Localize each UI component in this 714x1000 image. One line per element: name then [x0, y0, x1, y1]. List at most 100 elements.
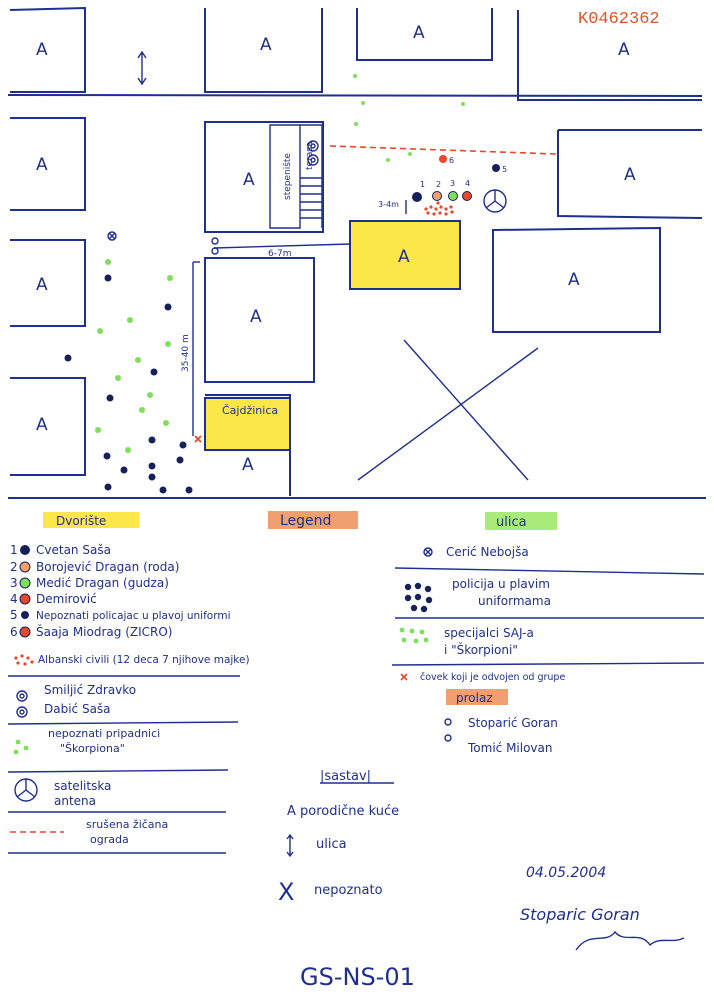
- legend-antenna: satelitska: [54, 779, 111, 793]
- unknown-area-x: [357, 339, 539, 481]
- house-3: [356, 8, 493, 61]
- street-line-top: [7, 94, 703, 97]
- legend-smiljic: Smiljić Zdravko: [44, 683, 136, 697]
- house-label: A: [624, 165, 636, 185]
- street-direction-arrow-icon: [137, 50, 147, 86]
- house-11: [10, 377, 86, 476]
- legend-person-2: Borojević Dragan (roda): [36, 560, 179, 574]
- house-7: [557, 129, 703, 219]
- dimension-long: 35-40 m: [181, 334, 191, 372]
- document-id: K0462362: [578, 10, 660, 29]
- heading-legend: Legend: [280, 513, 331, 529]
- house-10: [492, 226, 661, 333]
- legend-num: 1: [10, 543, 18, 557]
- legend-tomic: Tomić Milovan: [467, 741, 553, 755]
- legend-key: |sastav| A porodične kuće ulica X nepozn…: [278, 769, 399, 906]
- house-label: A: [568, 270, 580, 290]
- street-lines: [7, 94, 706, 499]
- key-unknown: nepoznato: [314, 883, 383, 898]
- house-label: A: [36, 275, 48, 295]
- house-labels: A A A A A A A A A A A A A: [36, 23, 636, 475]
- legend-num: 5: [10, 608, 18, 622]
- ceric-marker: [107, 231, 117, 241]
- legend-police-2: uniformama: [478, 594, 551, 608]
- house-6: [204, 121, 324, 233]
- house-9: [204, 257, 315, 383]
- legend-specials: specijalci SAJ-a: [444, 626, 534, 640]
- albanian-civilians-markers: [424, 201, 454, 216]
- house-label: A: [36, 155, 48, 175]
- legend-num: 4: [10, 592, 18, 606]
- house-label: A: [413, 23, 425, 43]
- house-label: A: [36, 40, 48, 60]
- satellite-antenna-icon: [483, 189, 507, 213]
- legend-person-4: Demirović: [36, 592, 97, 606]
- heading-yard: Dvorište: [56, 514, 106, 528]
- legend-street-list: Cerić Nebojša policija u plavim uniforma…: [391, 545, 705, 755]
- key-street: ulica: [316, 837, 347, 852]
- house-label: A: [36, 415, 48, 435]
- specials-markers: [95, 74, 465, 453]
- legend-person-5: Nepoznati policajac u plavoj uniformi: [36, 610, 231, 622]
- legend-num: 6: [10, 625, 18, 639]
- legend-headings: Dvorište Legend ulica prolaz: [43, 511, 557, 705]
- legend-unknown-members-2: "Škorpiona": [60, 742, 125, 755]
- house-label: A: [398, 247, 410, 267]
- signature-name: Stoparic Goran: [520, 905, 640, 924]
- teahouse: [204, 397, 291, 451]
- legend-unknown-members: nepoznati pripadnici: [48, 727, 160, 740]
- house-label: A: [242, 455, 254, 475]
- legend-person-1: Cvetan Saša: [36, 543, 111, 557]
- document-code: GS-NS-01: [300, 963, 415, 991]
- teahouse-label: Čajdžinica: [222, 404, 278, 417]
- house-label: A: [260, 35, 272, 55]
- footer: 04.05.2004 Stoparic Goran GS-NS-01: [300, 865, 685, 991]
- house-1: [9, 6, 86, 93]
- stairs-label: stepenište: [282, 153, 293, 200]
- legend-num: 2: [10, 560, 18, 574]
- legend-dabic: Dabić Saša: [44, 702, 111, 716]
- house-crime-scene: [349, 220, 461, 290]
- dimension-road: 6-7m: [268, 249, 291, 259]
- legend-num: 3: [10, 576, 18, 590]
- legend-separated-man: čovek koji je odvojen od grupe: [420, 672, 565, 683]
- legend-numbered-list: 1 Cvetan Saša 2 Borojević Dragan (roda) …: [7, 543, 250, 854]
- house-label: A: [250, 307, 262, 327]
- key-houses: A porodične kuće: [287, 804, 399, 819]
- legend-person-6: Šaaja Miodrag (ZICRO): [36, 624, 172, 639]
- house-8: [10, 239, 86, 327]
- legend-ceric: Cerić Nebojša: [446, 545, 529, 559]
- house-5: [10, 117, 86, 211]
- house-label: A: [243, 170, 255, 190]
- marker-number: 2: [436, 180, 441, 189]
- marker-number: 3: [450, 179, 455, 188]
- marker-number: 4: [465, 179, 470, 188]
- legend-albanians: Albanski civili (12 deca 7 njihove majke…: [38, 654, 250, 666]
- marker-number: 5: [502, 165, 507, 174]
- dimension-lines: 6-7m 3-4m 35-40 m: [181, 200, 407, 436]
- date: 04.05.2004: [526, 865, 606, 881]
- heading-passage: prolaz: [456, 691, 493, 705]
- legend-stoparic: Stoparić Goran: [468, 716, 558, 730]
- numbered-person-markers: 1 2 3 4 5 6: [412, 155, 507, 202]
- heading-street: ulica: [496, 515, 527, 530]
- legend-person-3: Medić Dragan (gudza): [36, 576, 169, 590]
- marker-number: 6: [449, 156, 454, 165]
- house-12-outline: [205, 394, 291, 496]
- key-x-symbol: X: [278, 878, 294, 906]
- smiljic-dabic-markers: [307, 140, 319, 166]
- house-label: A: [618, 40, 630, 60]
- marker-number: 1: [420, 180, 425, 189]
- house-2: [204, 8, 323, 93]
- handwritten-signature: [575, 930, 685, 951]
- legend-police: policija u plavim: [452, 577, 550, 591]
- house-4: [517, 10, 702, 101]
- heading-key: |sastav|: [320, 769, 371, 784]
- legend-fence: srušena žičana: [86, 818, 168, 831]
- legend-fence-2: ograda: [90, 833, 129, 846]
- dimension-short: 3-4m: [378, 200, 399, 209]
- legend-antenna-2: antena: [54, 794, 96, 808]
- collapsed-fence: [329, 145, 557, 155]
- police-markers: [64, 274, 193, 494]
